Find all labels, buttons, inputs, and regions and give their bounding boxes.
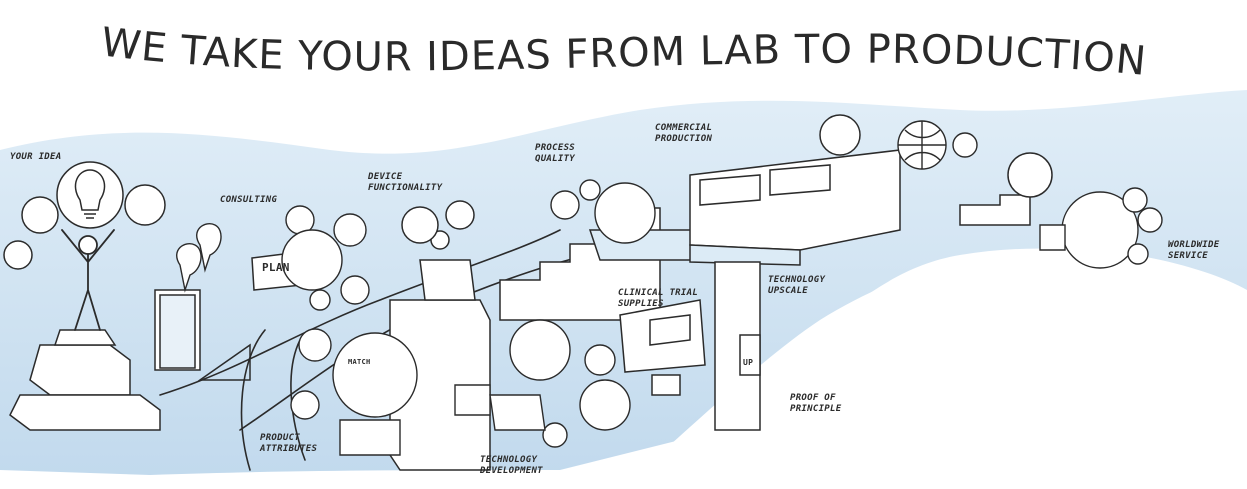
match-sign-text: MATCH: [348, 358, 371, 366]
label-consulting: CONSULTING: [220, 195, 278, 205]
label-process-quality: PROCESS QUALITY: [535, 143, 576, 164]
clinical-building: [619, 299, 706, 396]
product-attributes-bubbles: [290, 328, 418, 456]
label-technology-development: TECHNOLOGY DEVELOPMENT: [480, 455, 543, 476]
label-worldwide-service: WORLDWIDE SERVICE: [1168, 240, 1220, 261]
elevator-up-text: UP: [743, 358, 754, 367]
headline-svg: WE TAKE YOUR IDEAS FROM LAB TO PRODUCTIO…: [0, 0, 1149, 85]
service-desk: [1039, 187, 1163, 269]
consulting-heads: [176, 223, 222, 293]
elevator-shaft: [714, 261, 761, 431]
process-quality-bubbles: [550, 179, 656, 244]
label-product-attributes: PRODUCT ATTRIBUTES: [260, 433, 318, 454]
label-technology-upscale: TECHNOLOGY UPSCALE: [768, 275, 826, 296]
white-hill: [620, 248, 1247, 489]
label-device-functionality: DEVICE FUNCTIONALITY: [368, 172, 443, 193]
globe-bubble: [897, 120, 978, 170]
podium: [9, 329, 161, 431]
plan-board-text: PLAN: [262, 261, 290, 274]
service-steps: [959, 152, 1053, 226]
tech-dev-bubbles: [454, 319, 631, 448]
doorway: [154, 289, 251, 381]
idea-bulb-bubble: [3, 161, 166, 270]
label-proof-of-principle: PROOF OF PRINCIPLE: [790, 393, 842, 414]
factory: [689, 114, 901, 266]
device-pedestal: [389, 200, 491, 471]
label-clinical-trial-supplies: CLINICAL TRIAL SUPPLIES: [618, 288, 699, 309]
label-your-idea: YOUR IDEA: [10, 152, 62, 162]
consulting-bubbles: [281, 205, 370, 311]
label-commercial-production: COMMERCIAL PRODUCTION: [655, 123, 713, 144]
person-idea: [61, 229, 115, 331]
headline: WE TAKE YOUR IDEAS FROM LAB TO PRODUCTIO…: [0, 0, 1149, 85]
